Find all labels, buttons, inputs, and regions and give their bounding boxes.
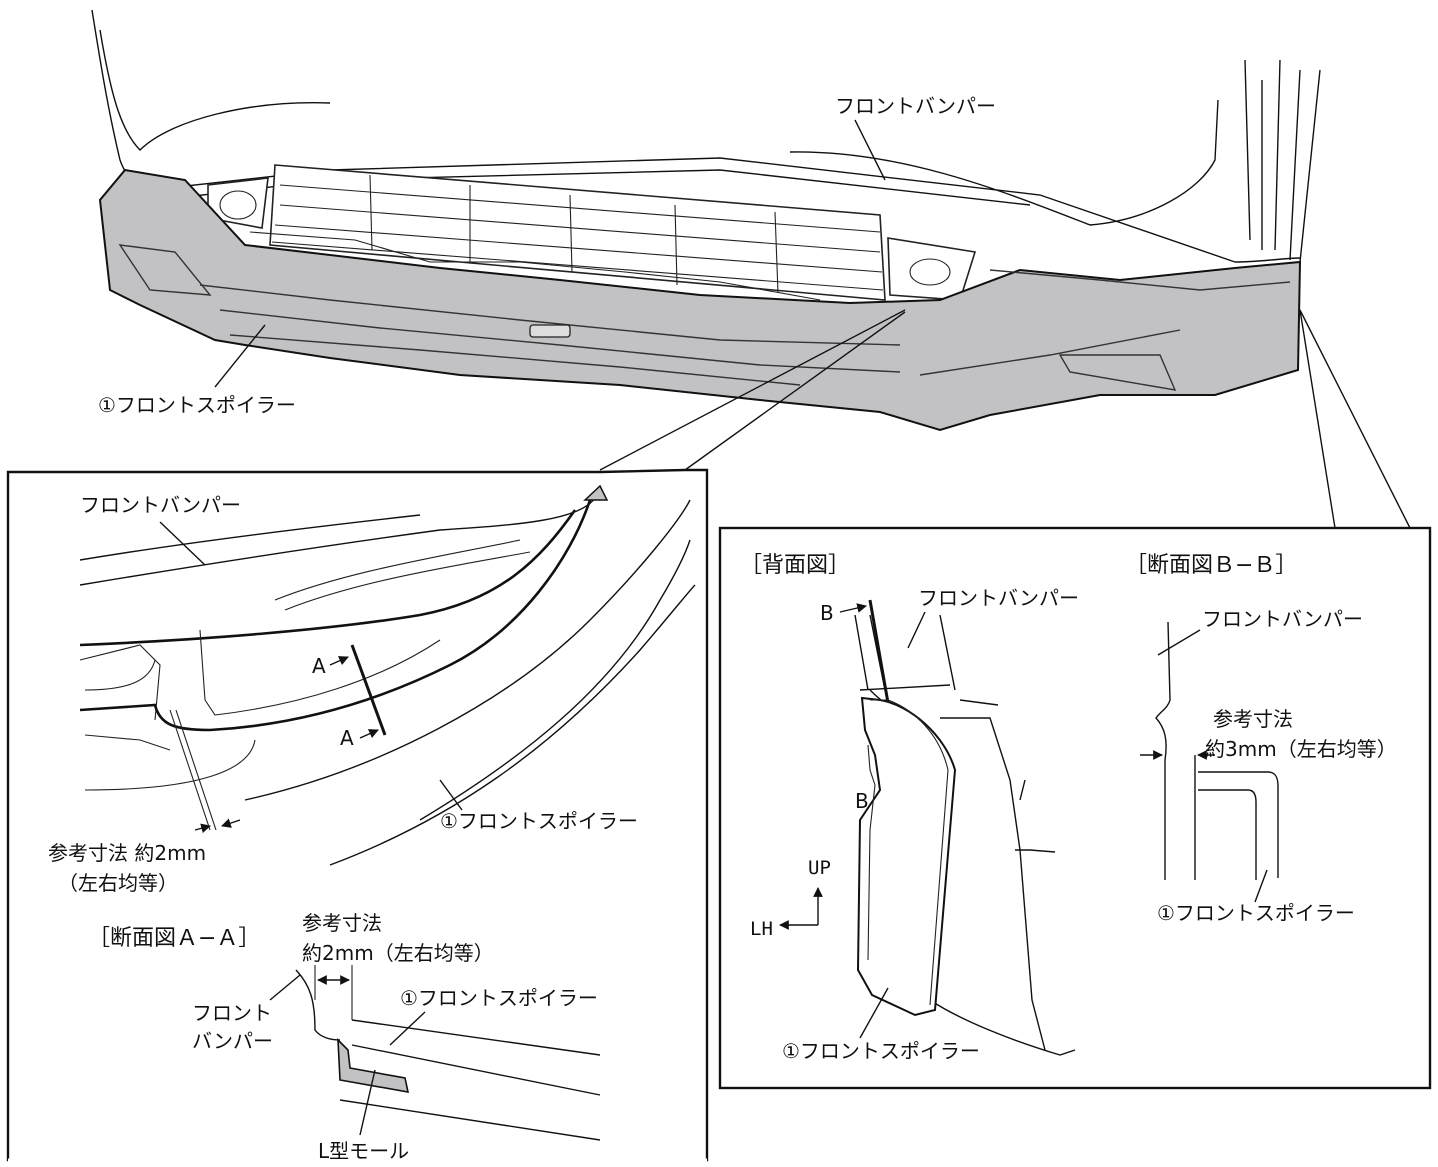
section-a-a: ［断面図Ａ−Ａ］ 参考寸法 約2mm（左右均等） フロント バンパー ①フロント… bbox=[88, 911, 601, 1163]
car-front-view: フロントバンパー ①フロントスポイラー bbox=[91, 9, 1411, 529]
detail-a-panel: フロントバンパー A A 参考寸法 約2mm （左右均等） ①フロントスポイラー bbox=[6, 468, 709, 1163]
detail-a-clearance-line2: （左右均等） bbox=[58, 871, 178, 895]
section-a-bumper-line2: バンパー bbox=[192, 1029, 273, 1053]
section-b-dim-line1: 参考寸法 bbox=[1213, 707, 1293, 731]
detail-a-bumper-label: フロントバンパー bbox=[80, 493, 241, 517]
section-a-spoiler-label: ①フロントスポイラー bbox=[400, 986, 598, 1010]
section-b-title: ［断面図Ｂ−Ｂ］ bbox=[1125, 553, 1297, 578]
detail-a-spoiler-label: ①フロントスポイラー bbox=[440, 809, 638, 833]
rear-view: ［背面図］ B B フロントバンパー UP LH bbox=[740, 553, 1079, 1063]
section-b-b: ［断面図Ｂ−Ｂ］ フロントバンパー 参考寸法 約3mm（左右均等） ①フロントス… bbox=[1125, 553, 1397, 925]
rear-spoiler-label: ①フロントスポイラー bbox=[782, 1039, 980, 1063]
bumper-leader bbox=[854, 119, 886, 181]
section-mark-b-top: B bbox=[820, 601, 834, 625]
section-mark-a-top: A bbox=[312, 654, 326, 678]
section-a-dim-line1: 参考寸法 bbox=[302, 911, 382, 935]
front-spoiler bbox=[98, 168, 1302, 432]
section-a-bumper-line1: フロント bbox=[192, 1001, 272, 1025]
section-a-dim-line2: 約2mm（左右均等） bbox=[302, 941, 494, 965]
spoiler-label: ①フロントスポイラー bbox=[98, 393, 296, 417]
rear-bumper-label: フロントバンパー bbox=[918, 586, 1079, 610]
detail-a-clearance-line1: 参考寸法 約2mm bbox=[48, 841, 206, 865]
front-grille bbox=[207, 164, 977, 301]
section-b-spoiler-label: ①フロントスポイラー bbox=[1157, 901, 1355, 925]
section-b-dim-line2: 約3mm（左右均等） bbox=[1205, 737, 1397, 761]
lh-label: LH bbox=[750, 918, 773, 940]
detail-b-panel: ［背面図］ B B フロントバンパー UP LH bbox=[718, 526, 1432, 1090]
section-mark-b-bottom: B bbox=[855, 789, 869, 813]
section-a-mold-label: L型モール bbox=[318, 1139, 409, 1163]
rear-view-title: ［背面図］ bbox=[740, 553, 850, 578]
section-b-bumper-label: フロントバンパー bbox=[1202, 607, 1363, 631]
up-label: UP bbox=[808, 857, 831, 879]
spoiler-leader bbox=[214, 324, 266, 388]
section-mark-a-bottom: A bbox=[340, 726, 354, 750]
section-a-title: ［断面図Ａ−Ａ］ bbox=[88, 926, 260, 951]
bumper-label: フロントバンパー bbox=[835, 94, 996, 118]
